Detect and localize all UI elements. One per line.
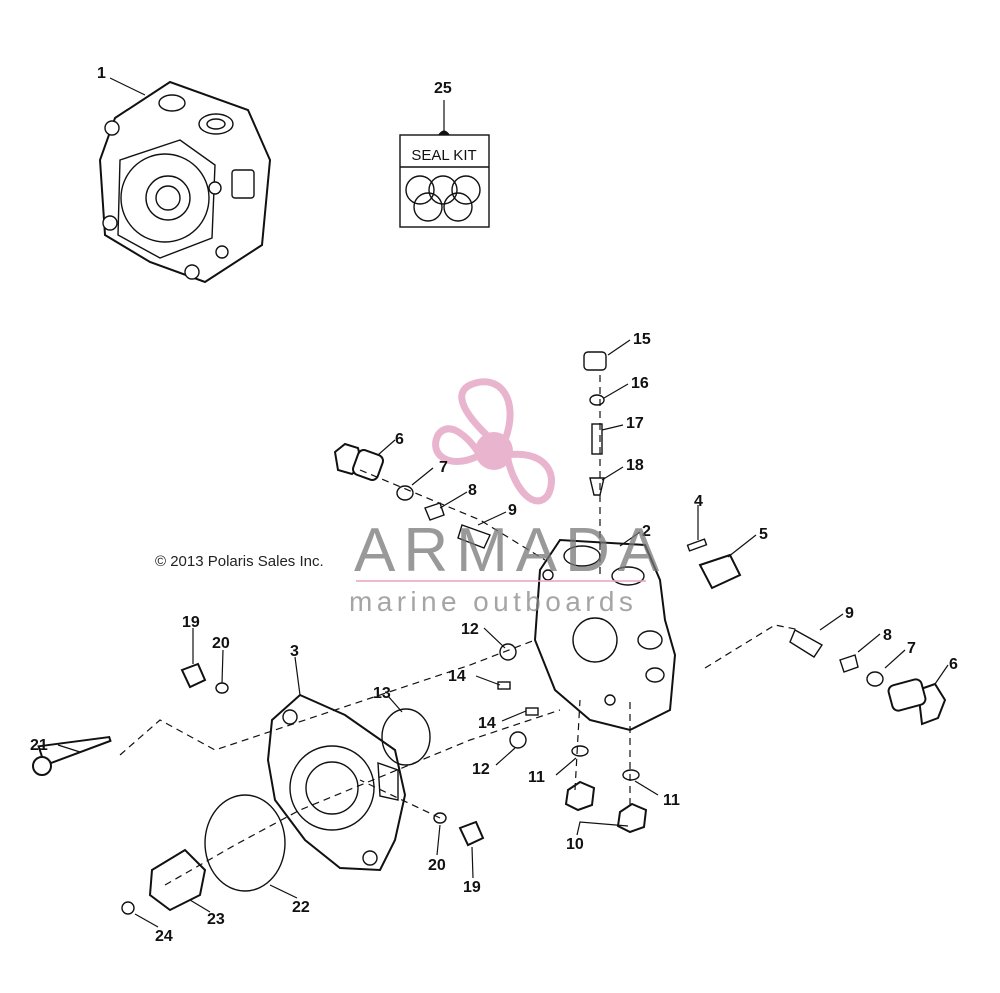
dowel-14b <box>525 707 539 716</box>
callout-4: 4 <box>694 493 703 510</box>
seal-kit-label: SEAL KIT <box>411 147 476 164</box>
copyright-notice: © 2013 Polaris Sales Inc. <box>155 553 324 570</box>
spring-17 <box>591 423 603 455</box>
callout-12a: 12 <box>461 621 479 638</box>
callout-1: 1 <box>97 65 106 82</box>
callout-11b: 11 <box>663 792 680 809</box>
bolt-21 <box>32 735 112 776</box>
dowel-14a <box>497 681 511 690</box>
watermark-divider <box>356 580 646 582</box>
o-ring-12a <box>499 643 517 661</box>
bearing-5 <box>698 553 742 590</box>
o-ring-7b <box>866 671 884 687</box>
callout-18: 18 <box>626 457 644 474</box>
o-ring-7a <box>396 485 414 501</box>
plug-19a <box>180 662 207 689</box>
callout-10: 10 <box>566 836 584 853</box>
plug-15 <box>583 351 607 371</box>
callout-19b: 19 <box>463 879 481 896</box>
poppet-8a <box>424 502 445 521</box>
o-ring-11b <box>622 769 640 781</box>
callout-23: 23 <box>207 911 225 928</box>
callout-25: 25 <box>434 80 452 97</box>
pump-assembly <box>98 80 272 284</box>
callout-6b: 6 <box>949 656 958 673</box>
propeller-logo-icon <box>432 378 555 505</box>
callout-15: 15 <box>633 331 651 348</box>
callout-20b: 20 <box>428 857 446 874</box>
callout-21: 21 <box>30 737 48 754</box>
plug-left <box>333 442 384 481</box>
o-ring-16 <box>589 394 605 406</box>
plug-10b <box>616 802 648 834</box>
spring-9a <box>457 524 491 549</box>
plug-right <box>887 678 947 726</box>
watermark-brand: ARMADA <box>354 516 668 585</box>
callout-16: 16 <box>631 375 649 392</box>
pin-4 <box>686 538 708 552</box>
spring-9b <box>789 629 824 658</box>
callout-24: 24 <box>155 928 173 945</box>
plug-10a <box>564 780 596 812</box>
callout-2: 2 <box>642 523 651 540</box>
coupler-23 <box>148 848 207 912</box>
callout-7a: 7 <box>439 459 448 476</box>
callout-5: 5 <box>759 526 768 543</box>
o-ring-13 <box>381 708 431 766</box>
callout-9a: 9 <box>508 502 517 519</box>
callout-17: 17 <box>626 415 644 432</box>
o-ring-20a <box>215 682 229 694</box>
watermark-tagline: marine outboards <box>349 586 638 617</box>
poppet-18 <box>589 477 605 496</box>
callout-19a: 19 <box>182 614 200 631</box>
callout-6a: 6 <box>395 431 404 448</box>
callout-20a: 20 <box>212 635 230 652</box>
poppet-8b <box>839 654 859 673</box>
center-housing <box>533 538 677 732</box>
callout-22: 22 <box>292 899 310 916</box>
callout-14a: 14 <box>448 668 466 685</box>
callout-3: 3 <box>290 643 299 660</box>
callout-13: 13 <box>373 685 391 702</box>
callout-9b: 9 <box>845 605 854 622</box>
end-cover <box>266 693 407 872</box>
o-ring-22 <box>204 794 286 892</box>
callout-12b: 12 <box>472 761 490 778</box>
callout-7b: 7 <box>907 640 916 657</box>
o-ring-12b <box>509 731 527 749</box>
o-ring-11a <box>571 745 589 757</box>
callout-8a: 8 <box>468 482 477 499</box>
seal-kit-bag: SEAL KIT <box>399 130 490 228</box>
callout-8b: 8 <box>883 627 892 644</box>
callout-11a: 11 <box>528 769 545 786</box>
callout-14b: 14 <box>478 715 496 732</box>
retaining-ring-24 <box>121 901 135 915</box>
plug-19b <box>458 820 485 847</box>
